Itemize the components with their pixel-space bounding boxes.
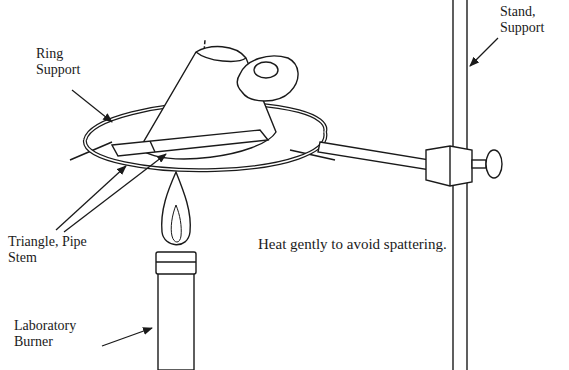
part-label: Laboratory Burner — [14, 318, 100, 350]
part-label: Ring Support — [36, 46, 96, 78]
note-text: Heat gently to avoid spattering. — [258, 236, 558, 253]
part-label: Triangle, Pipe Stem — [8, 234, 88, 266]
part-label: Stand, Support — [500, 4, 564, 36]
